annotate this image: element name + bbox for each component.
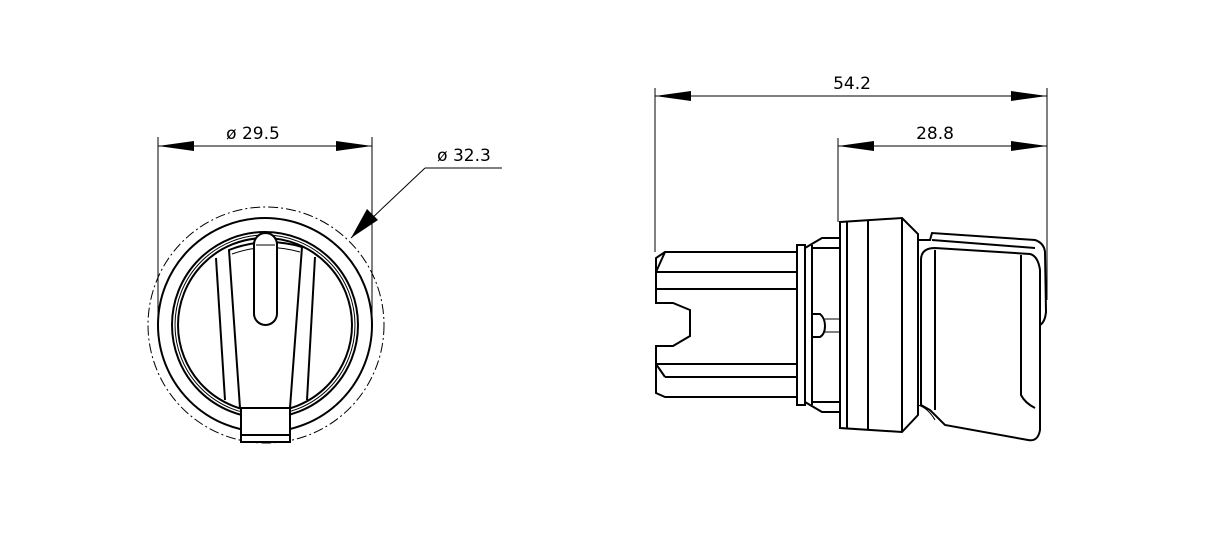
front-view: ø 29.5 ø 32.3	[147, 124, 502, 444]
nut	[804, 237, 841, 413]
knob-slot	[253, 232, 278, 326]
selector-knob	[215, 232, 316, 443]
knob-tab	[240, 407, 291, 443]
dimension-front-length: 28.8	[837, 124, 1047, 222]
dimension-inner-diameter: ø 29.5	[157, 124, 373, 336]
side-view: 54.2 28.8	[654, 74, 1048, 442]
front-length-label: 28.8	[916, 124, 954, 144]
dimension-overall-length: 54.2	[654, 74, 1048, 300]
outer-diameter-label: ø 32.3	[437, 146, 491, 166]
rear-shaft	[655, 251, 797, 398]
dimension-outer-diameter: ø 32.3	[350, 146, 502, 239]
bezel	[839, 216, 919, 434]
selector-handle	[917, 231, 1048, 442]
inner-diameter-label: ø 29.5	[226, 124, 280, 144]
flange	[796, 244, 806, 406]
overall-length-label: 54.2	[833, 74, 871, 94]
